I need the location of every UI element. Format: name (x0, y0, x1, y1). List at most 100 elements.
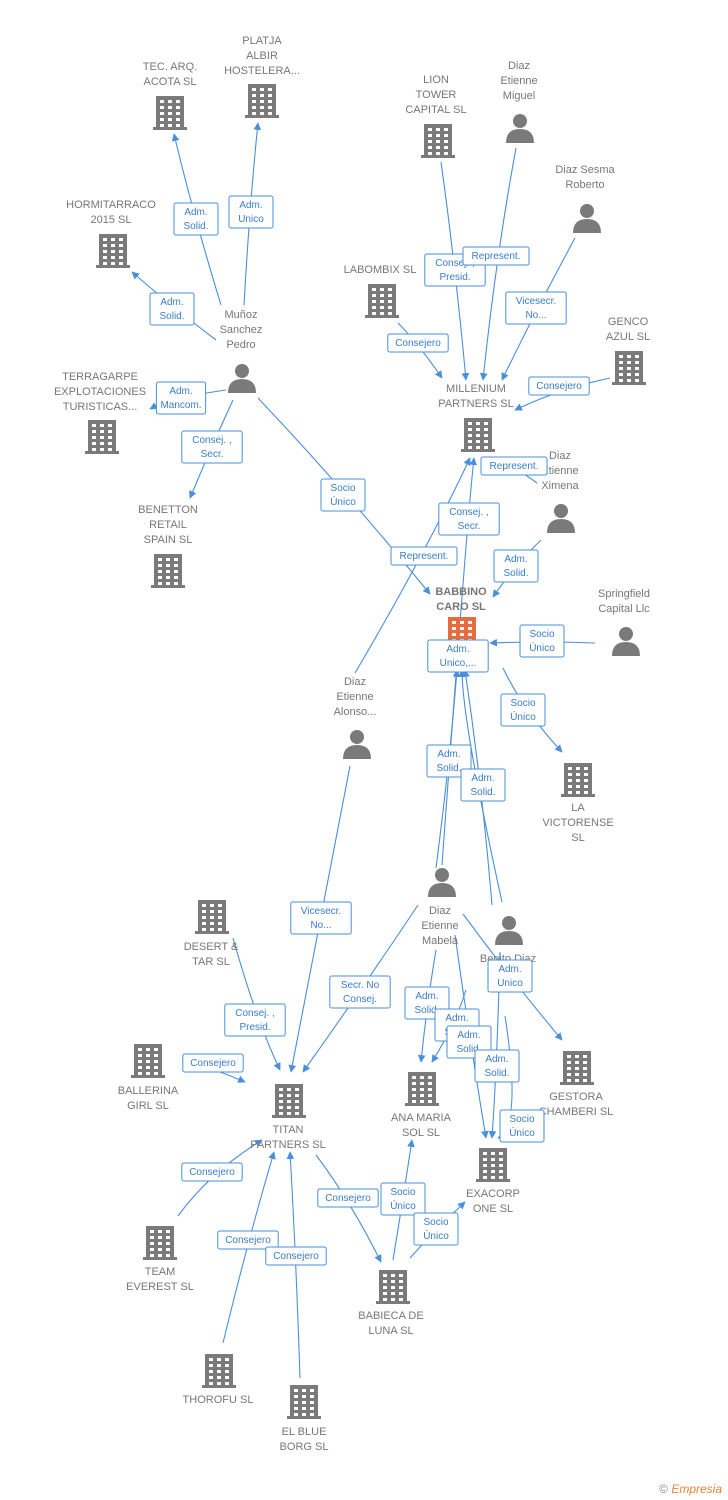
edge-label[interactable]: Represent. (480, 456, 548, 476)
edge-label[interactable]: Consej. ,Presid. (224, 1003, 286, 1037)
building-icon (272, 1084, 306, 1118)
edge-label[interactable]: Adm.Unico,... (427, 639, 489, 673)
edge-label[interactable]: Consejero (182, 1053, 244, 1073)
building-icon (365, 284, 399, 318)
building-icon (287, 1385, 321, 1419)
edge-label[interactable]: Adm.Solid. (173, 202, 219, 236)
edge-label[interactable]: Adm.Solid. (460, 768, 506, 802)
edge-label[interactable]: Adm.Solid. (493, 549, 539, 583)
person-icon (228, 364, 256, 393)
edge-label[interactable]: Consejero (217, 1230, 279, 1250)
node-tec[interactable]: TEC. ARQ.ACOTA SL (143, 61, 197, 130)
edge-label[interactable]: Vicesecr.No... (290, 901, 352, 935)
edge-label[interactable]: Adm.Solid. (149, 292, 195, 326)
edge-label[interactable]: Consej. ,Secr. (438, 502, 500, 536)
person-icon (612, 627, 640, 656)
edge-label[interactable]: Represent. (390, 546, 458, 566)
svg-text:Represent.: Represent. (400, 551, 449, 562)
person-icon (495, 916, 523, 945)
node-label: TEC. ARQ.ACOTA SL (143, 61, 197, 88)
svg-text:Adm.Solid.: Adm.Solid. (159, 297, 184, 322)
edge-label[interactable]: Adm.Solid. (474, 1049, 520, 1083)
edge-label[interactable]: Consejero (181, 1162, 243, 1182)
building-icon (560, 1051, 594, 1085)
svg-text:Adm.Solid.: Adm.Solid. (484, 1054, 509, 1079)
building-icon (131, 1044, 165, 1078)
svg-text:Represent.: Represent. (490, 461, 539, 472)
svg-text:Adm.Solid.: Adm.Solid. (503, 554, 528, 579)
edge-label[interactable]: Vicesecr.No... (505, 291, 567, 325)
edge-label[interactable]: Consej. ,Secr. (181, 430, 243, 464)
edge-label[interactable]: Represent. (462, 246, 530, 266)
building-icon (476, 1148, 510, 1182)
svg-text:Adm.Solid.: Adm.Solid. (456, 1030, 481, 1055)
node-thorofu[interactable]: THOROFU SL (183, 1354, 254, 1406)
empresia-logo: Empresia (671, 1482, 722, 1496)
person-icon (547, 504, 575, 533)
edge-label[interactable]: Consejero (317, 1188, 379, 1208)
node-label: DESERT &TAR SL (184, 941, 239, 968)
node-labombix[interactable]: LABOMBIX SL (344, 264, 417, 318)
edge-label[interactable]: Consejero (387, 333, 449, 353)
edge-label[interactable]: Adm.Unico (228, 195, 274, 229)
edge-label[interactable]: Consejero (528, 376, 590, 396)
edge-label[interactable]: Consejero (265, 1246, 327, 1266)
building-icon (405, 1072, 439, 1106)
edge-label[interactable]: Adm.Unico (487, 959, 533, 993)
copyright-symbol: © (659, 1482, 668, 1496)
building-icon (85, 420, 119, 454)
edge-label[interactable]: Adm.Mancom. (155, 381, 207, 415)
edge-benito-babbino (458, 669, 503, 903)
node-desert[interactable]: DESERT &TAR SL (184, 900, 239, 968)
svg-text:Consejero: Consejero (325, 1193, 371, 1204)
svg-text:Adm.Unico,...: Adm.Unico,... (440, 644, 477, 669)
building-icon (245, 84, 279, 118)
edge-label[interactable]: Adm.Solid. (426, 744, 472, 778)
svg-text:Adm.Solid.: Adm.Solid. (436, 749, 461, 774)
